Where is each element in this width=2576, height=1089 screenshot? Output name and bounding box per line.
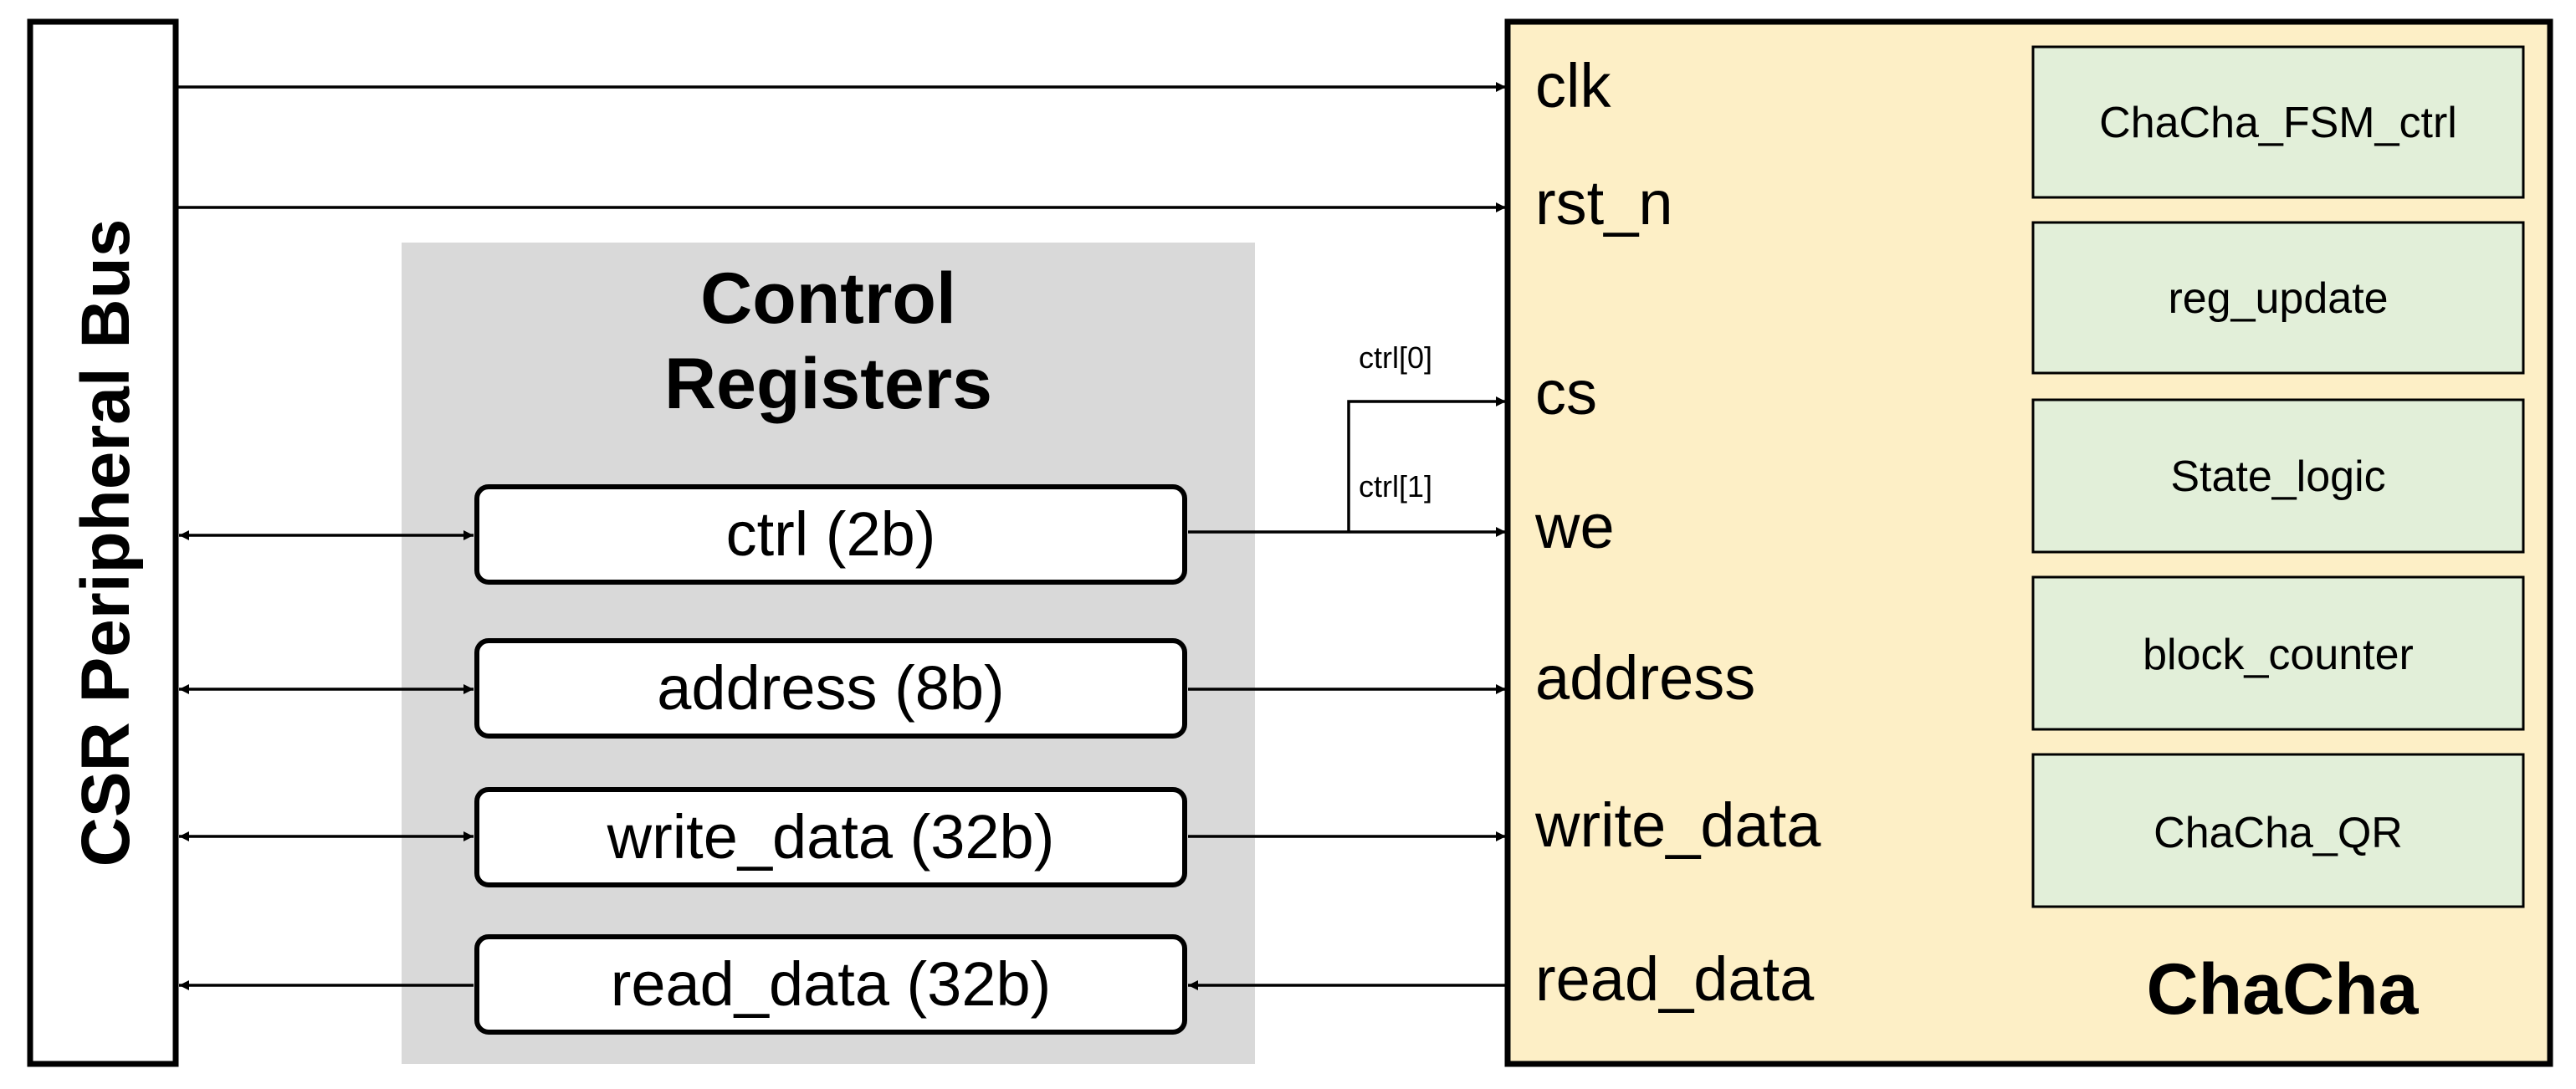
- csr-peripheral-bus-label: CSR Peripheral Bus: [68, 219, 144, 867]
- ctrl-slice-1-label: ctrl[1]: [1359, 469, 1432, 504]
- ctrl-slice-0-label: ctrl[0]: [1359, 340, 1432, 375]
- register-write-data: [474, 787, 1187, 887]
- module-reg-update: [2031, 221, 2525, 375]
- ctrl-cs-wire: [1347, 396, 1506, 532]
- module-chacha-qr-label: ChaCha_QR: [2153, 809, 2403, 857]
- port-clk: clk: [1535, 51, 1611, 120]
- register-address: [474, 638, 1187, 739]
- module-block-counter-label: block_counter: [2143, 631, 2414, 679]
- control-registers-title-line2: Registers: [664, 344, 992, 424]
- register-read-data: [474, 934, 1187, 1035]
- module-chacha-qr: [2031, 753, 2525, 908]
- chacha-title: ChaCha: [2147, 949, 2420, 1030]
- register-address-label: address (8b): [657, 653, 1004, 723]
- module-state-logic: [2031, 398, 2525, 554]
- control-registers-title-line1: Control: [700, 258, 956, 339]
- port-we: we: [1534, 492, 1615, 561]
- module-chacha-fsm-ctrl: [2031, 45, 2525, 199]
- register-ctrl: [474, 484, 1187, 585]
- module-state-logic-label: State_logic: [2170, 452, 2385, 501]
- module-reg-update-label: reg_update: [2168, 274, 2388, 323]
- register-read-data-label: read_data (32b): [611, 949, 1052, 1019]
- port-read-data: read_data: [1535, 944, 1815, 1014]
- register-write-data-label: write_data (32b): [607, 802, 1055, 872]
- module-block-counter: [2031, 575, 2525, 731]
- port-write-data: write_data: [1534, 790, 1821, 860]
- module-chacha-fsm-ctrl-label: ChaCha_FSM_ctrl: [2099, 99, 2457, 147]
- port-rst-n: rst_n: [1535, 168, 1673, 238]
- port-cs: cs: [1535, 358, 1597, 427]
- register-ctrl-label: ctrl (2b): [726, 499, 936, 569]
- csr-peripheral-bus: [27, 18, 179, 1067]
- port-address: address: [1535, 643, 1755, 713]
